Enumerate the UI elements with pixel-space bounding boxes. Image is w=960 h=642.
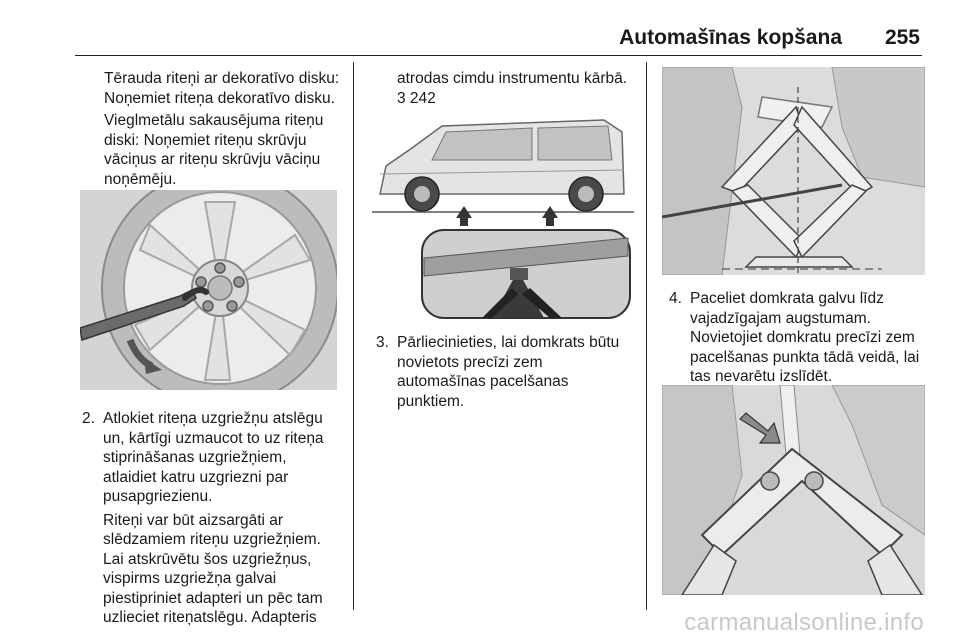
text-line: atrodas cimdu instrumentu kārbā. (397, 70, 628, 87)
text-line: Noņemiet riteņa dekoratīvo disku. (104, 89, 335, 107)
jack-head-drawing (662, 385, 925, 595)
step-2: 2. Atlokiet riteņa uzgriežņu atslēgu un,… (82, 409, 347, 626)
paragraph-steel-wheels: Tērauda riteņi ar dekoratīvo disku: Noņe… (104, 69, 339, 108)
column-divider-2 (646, 62, 647, 610)
page-header: Automašīnas kopšana 255 (0, 26, 960, 56)
jack-head-closeup-illustration (662, 385, 925, 595)
text-line: stiprināšanas uzgriežņiem, (103, 449, 287, 466)
paragraph-alloy-wheels: Vieglmetālu sakausējuma riteņu diski: No… (104, 111, 323, 189)
vehicle-lifting-points-illustration (372, 108, 634, 320)
step-number: 3. (376, 334, 389, 351)
column-divider-1 (353, 62, 354, 610)
wheel-wrench-drawing (80, 190, 337, 390)
text-line: diski: Noņemiet riteņu skrūvju (104, 131, 307, 149)
text-line: punktiem. (397, 392, 465, 410)
text-line: pusapgriezienu. (103, 488, 213, 505)
step-4: 4. Paceliet domkrata galvu līdz vajadzīg… (669, 289, 939, 389)
header-rule (75, 55, 922, 56)
watermark: carmanualsonline.info (684, 609, 924, 636)
text-line: slēdzamiem riteņu uzgriežņiem. (103, 531, 321, 548)
text-line: Paceliet domkrata galvu līdz (690, 290, 884, 307)
step-3: 3. Pārliecinieties, lai domkrats būtu no… (376, 333, 638, 413)
step-number: 4. (669, 290, 682, 307)
page-reference: 3 242 (397, 89, 436, 107)
text-line: novietots precīzi zem (397, 353, 543, 371)
text-line: atlaidiet katru uzgriezni par (103, 468, 289, 486)
text-line: Riteņi var būt aizsargāti ar (103, 511, 284, 529)
page-number: 255 (884, 26, 920, 49)
text-line: tas nevarētu izslīdēt. (690, 368, 833, 385)
step-2-text: Atlokiet riteņa uzgriežņu atslēgu un, kā… (103, 409, 324, 628)
paragraph-adapter-location: atrodas cimdu instrumentu kārbā. 3 242 (397, 69, 627, 108)
text-line: Lai atskrūvētu šos uzgriežņus, (103, 550, 312, 568)
step-3-text: Pārliecinieties, lai domkrats būtu novie… (397, 333, 619, 411)
jack-positioning-illustration (662, 67, 925, 275)
vehicle-lifting-drawing (372, 108, 634, 320)
wheel-wrench-illustration (80, 190, 337, 390)
text-line: pacelšanas punkta tādā veidā, lai (690, 348, 920, 366)
text-line: un, kārtīgi uzmaucot to uz riteņa (103, 429, 324, 447)
section-title: Automašīnas kopšana (619, 26, 842, 49)
jack-position-drawing (662, 67, 925, 275)
text-line: vispirms uzgriežņa galvai (103, 570, 277, 587)
text-line: Tērauda riteņi ar dekoratīvo disku: (104, 70, 340, 87)
text-line: piestipriniet adapteri un pēc tam (103, 589, 323, 607)
text-line: vāciņus ar riteņu skrūvju vāciņu (104, 151, 321, 168)
step-number: 2. (82, 410, 95, 427)
step-4-text: Paceliet domkrata galvu līdz vajadzīgaja… (690, 289, 919, 387)
text-line: noņēmēju. (104, 170, 177, 188)
text-line: Vieglmetālu sakausējuma riteņu (104, 112, 324, 129)
text-line: vajadzīgajam augstumam. (690, 309, 871, 327)
text-line: Novietojiet domkratu precīzi zem (690, 329, 915, 346)
text-line: uzlieciet riteņatslēgu. Adapteris (103, 609, 317, 626)
text-line: Pārliecinieties, lai domkrats būtu (397, 334, 620, 351)
text-line: Atlokiet riteņa uzgriežņu atslēgu (103, 410, 323, 427)
text-line: automašīnas pacelšanas (397, 373, 569, 390)
